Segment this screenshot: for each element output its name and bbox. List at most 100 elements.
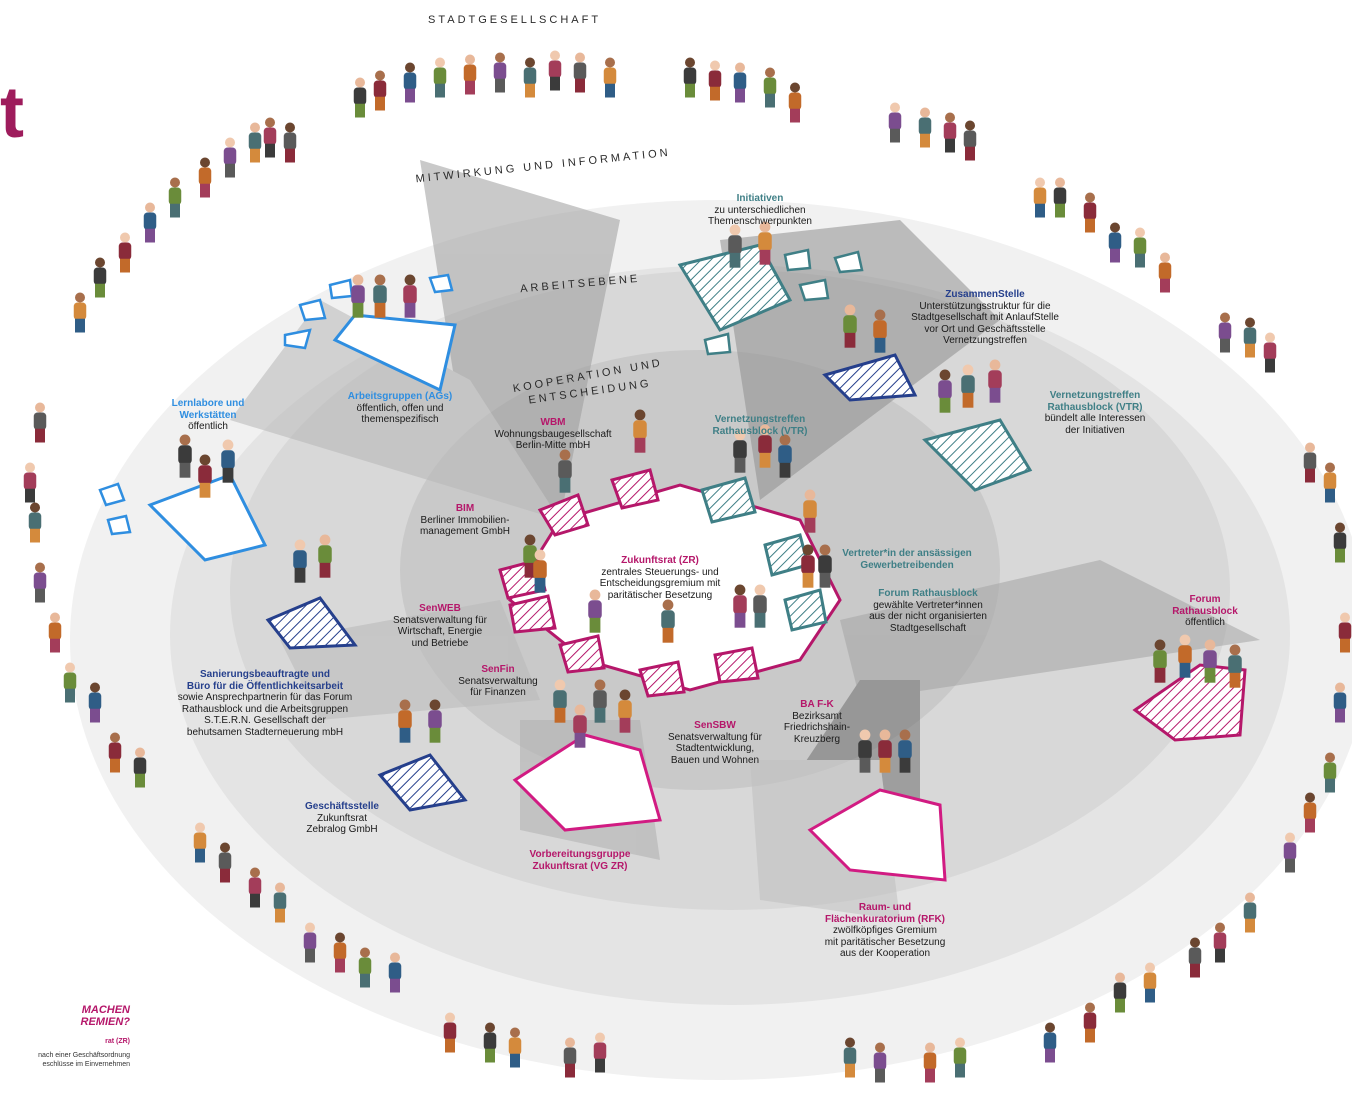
ring-label-stadtgesellschaft: STADTGESELLSCHAFT [428, 14, 602, 26]
person-figure [1133, 227, 1147, 268]
person-figure [403, 274, 417, 318]
person-figure [223, 137, 237, 178]
person-figure [1153, 639, 1167, 683]
person-figure [988, 359, 1002, 403]
person-figure [248, 867, 262, 908]
label-vtr-outer: Vernetzungstreffen Rathausblock (VTR)bün… [1044, 390, 1146, 436]
person-figure [1178, 634, 1192, 678]
person-figure [168, 177, 182, 218]
person-figure [443, 1012, 457, 1053]
faq-subheading: rat (ZR) [105, 1038, 130, 1045]
person-figure [753, 584, 767, 628]
person-figure [1053, 177, 1067, 218]
label-vertreter-gewerbe: Vertreter*in der ansässigen Gewerbetreib… [842, 548, 972, 571]
person-figure [198, 454, 212, 498]
label-sanierung: Sanierungsbeauftragte und Büro für die Ö… [177, 669, 353, 738]
person-figure [1228, 644, 1242, 688]
person-figure [433, 57, 447, 98]
person-figure [1033, 177, 1047, 218]
label-zukunftsrat: Zukunftsrat (ZR)zentrales Steuerungs- un… [599, 555, 721, 601]
person-figure [263, 117, 277, 158]
person-figure [878, 729, 892, 773]
person-figure [33, 402, 47, 443]
person-figure [1333, 682, 1347, 723]
platform-sanierung [265, 596, 358, 650]
person-figure [708, 60, 722, 101]
person-figure [573, 52, 587, 93]
person-figure [403, 62, 417, 103]
person-figure [1108, 222, 1122, 263]
person-figure [733, 584, 747, 628]
person-figure [523, 57, 537, 98]
person-figure [801, 544, 815, 588]
person-figure [193, 822, 207, 863]
person-figure [1203, 639, 1217, 683]
person-figure [918, 107, 932, 148]
person-figure [523, 534, 537, 578]
label-rfk: Raum- und Flächenkuratorium (RFK)zwölfkö… [824, 902, 946, 959]
person-figure [593, 679, 607, 723]
person-figure [758, 221, 772, 265]
person-figure [733, 62, 747, 103]
person-figure [1243, 317, 1257, 358]
person-figure [573, 704, 587, 748]
person-figure [1283, 832, 1297, 873]
person-figure [843, 1037, 857, 1078]
person-figure [1083, 1002, 1097, 1043]
platform-vtr-outer [922, 418, 1033, 492]
person-figure [1333, 522, 1347, 563]
person-figure [943, 112, 957, 153]
person-figure [23, 462, 37, 503]
person-figure [118, 232, 132, 273]
person-figure [633, 409, 647, 453]
person-figure [803, 489, 817, 533]
person-figure [373, 274, 387, 318]
person-figure [303, 922, 317, 963]
person-figure [1188, 937, 1202, 978]
person-figure [533, 549, 547, 593]
person-figure [548, 50, 562, 91]
person-figure [683, 57, 697, 98]
label-vgzr: Vorbereitungsgruppe Zukunftsrat (VG ZR) [529, 849, 631, 872]
platform-geschaeftsstelle [377, 753, 468, 812]
faq-snippet: MACHEN REMIEN? rat (ZR) nach einer Gesch… [0, 1004, 130, 1069]
faq-text: nach einer Geschäftsordnung eschlüsse im… [38, 1052, 130, 1068]
person-figure [778, 434, 792, 478]
label-vtr-inner: Vernetzungstreffen Rathausblock (VTR) [712, 414, 808, 437]
person-figure [603, 57, 617, 98]
people-illustrations [23, 50, 1352, 1083]
person-figure [963, 120, 977, 161]
person-figure [873, 309, 887, 353]
person-figure [283, 122, 297, 163]
person-figure [728, 224, 742, 268]
person-figure [888, 102, 902, 143]
person-figure [333, 932, 347, 973]
faq-question: MACHEN REMIEN? [80, 1004, 131, 1028]
person-figure [588, 589, 602, 633]
person-figure [961, 364, 975, 408]
person-figure [1303, 442, 1317, 483]
person-figure [1158, 252, 1172, 293]
person-figure [108, 732, 122, 773]
person-figure [273, 882, 287, 923]
person-figure [1323, 752, 1337, 793]
person-figure [198, 157, 212, 198]
person-figure [218, 842, 232, 883]
person-figure [48, 612, 62, 653]
person-figure [33, 562, 47, 603]
person-figure [388, 952, 402, 993]
person-figure [483, 1022, 497, 1063]
person-figure [843, 304, 857, 348]
person-figure [88, 682, 102, 723]
person-figure [923, 1042, 937, 1083]
person-figure [563, 1037, 577, 1078]
person-figure [1323, 462, 1337, 503]
person-figure [93, 257, 107, 298]
